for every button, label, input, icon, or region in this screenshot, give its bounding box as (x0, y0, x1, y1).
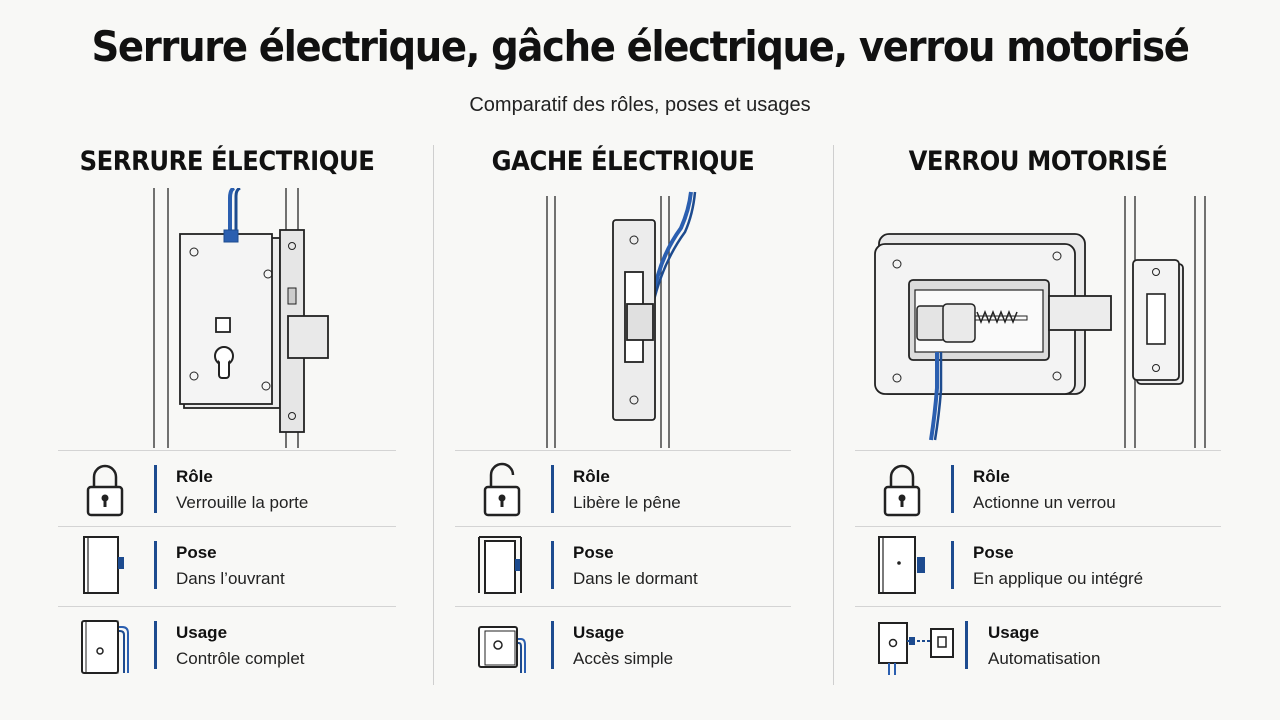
row-label: Pose (176, 543, 217, 562)
info-row-usage: Usage Automatisation (855, 606, 1221, 688)
row-value: Libère le pêne (573, 493, 681, 512)
row-value: Automatisation (988, 649, 1101, 668)
row-value: Accès simple (573, 649, 674, 668)
row-value: En applique ou intégré (973, 569, 1144, 588)
accent-bar (551, 541, 554, 589)
accent-bar (154, 621, 157, 669)
page-title: Serrure électrique, gâche électrique, ve… (91, 22, 1189, 71)
row-label: Rôle (176, 467, 213, 486)
row-label: Pose (973, 543, 1014, 562)
column-gache: GACHE ÉLECTRIQUE Rôle Libère le pêne (455, 140, 791, 700)
accent-bar (965, 621, 968, 669)
door-frame-icon (478, 536, 522, 594)
accent-bar (154, 541, 157, 589)
row-label: Rôle (573, 467, 610, 486)
padlock-open-icon (483, 462, 521, 517)
info-row-pose: Pose Dans le dormant (455, 526, 791, 606)
column-title: GACHE ÉLECTRIQUE (491, 146, 755, 177)
electric-lock-illustration (153, 188, 329, 448)
row-value: Dans l’ouvrant (176, 569, 285, 588)
row-value: Actionne un verrou (973, 493, 1116, 512)
motorized-bolt-illustration (874, 196, 1206, 448)
accent-bar (154, 465, 157, 513)
info-row-usage: Usage Accès simple (455, 606, 791, 688)
page-subtitle: Comparatif des rôles, poses et usages (469, 94, 811, 116)
column-divider (433, 145, 434, 685)
row-label: Rôle (973, 467, 1010, 486)
padlock-closed-icon (883, 464, 921, 517)
info-row-role: Rôle Libère le pêne (455, 450, 791, 526)
column-divider (833, 145, 834, 685)
accent-bar (951, 541, 954, 589)
column-title: SERRURE ÉLECTRIQUE (79, 146, 375, 177)
surface-mount-icon (878, 536, 925, 594)
row-value: Contrôle complet (176, 649, 305, 668)
info-row-pose: Pose En applique ou intégré (855, 526, 1221, 606)
accent-bar (551, 465, 554, 513)
row-label: Usage (176, 623, 228, 642)
info-row-role: Rôle Actionne un verrou (855, 450, 1221, 526)
info-row-pose: Pose Dans l’ouvrant (58, 526, 396, 606)
accent-bar (551, 621, 554, 669)
row-value: Dans le dormant (573, 569, 698, 588)
info-row-role: Rôle Verrouille la porte (58, 450, 396, 526)
strike-cable-icon (478, 626, 526, 673)
row-value: Verrouille la porte (176, 493, 309, 512)
padlock-closed-icon (86, 464, 124, 517)
info-row-usage: Usage Contrôle complet (58, 606, 396, 688)
bolt-link-icon (878, 622, 954, 675)
row-label: Pose (573, 543, 614, 562)
column-title: VERROU MOTORISÉ (908, 146, 1168, 177)
row-label: Usage (573, 623, 625, 642)
column-serrure: SERRURE ÉLECTRIQUE (58, 140, 396, 700)
column-verrou: VERROU MOTORISÉ (855, 140, 1221, 700)
electric-strike-illustration (546, 191, 697, 448)
row-label: Usage (988, 623, 1040, 642)
lock-box-cable-icon (81, 620, 129, 674)
door-leaf-icon (83, 536, 124, 594)
accent-bar (951, 465, 954, 513)
